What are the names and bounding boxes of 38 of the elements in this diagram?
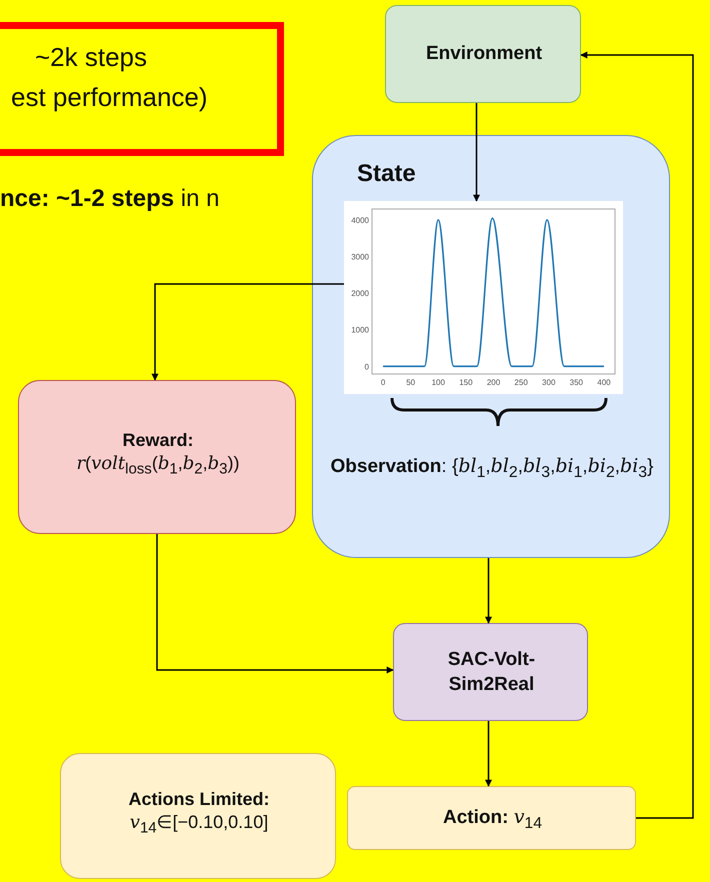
arrow (485, 721, 492, 787)
state-container (312, 135, 670, 558)
highlight-box (0, 22, 284, 156)
tick-label: 250 (514, 378, 528, 387)
node-label: Reward: r(volt$_{loss}$(b$_{1}$,b$_{2}$,b$_{3}$)) (76, 429, 240, 480)
node-label: Observation: {bl$_{1}$,bl$_{2}$,bl$_{3}$,bi$_{1}$,bi$_{2}$,bi$_{3}$} (330, 454, 654, 483)
note-text: est performance) (11, 81, 209, 114)
node-label: SAC-Volt-Sim2Real (446, 648, 536, 697)
line-chart (344, 201, 623, 394)
process-box (393, 623, 588, 721)
note-text: ~2k steps (35, 41, 148, 74)
tick-label: 1000 (351, 326, 369, 335)
arrow (485, 558, 492, 624)
arrow (152, 283, 344, 381)
tick-label: 0 (364, 362, 369, 372)
tick-label: 4000 (351, 216, 369, 225)
process-box (385, 5, 581, 103)
container-title: State (357, 159, 417, 189)
arrow (156, 534, 394, 674)
node-label: Actions Limited: v$_{14}$∈[−0.10,0.10] (127, 788, 270, 838)
tick-label: 0 (380, 378, 386, 387)
tick-label: 100 (432, 378, 445, 387)
tick-label: 300 (542, 378, 556, 387)
tick-label: 150 (459, 378, 473, 387)
arrow (473, 103, 480, 202)
tick-label: 2000 (351, 289, 369, 298)
note-text: nce: ~1-2 steps in n (0, 184, 220, 214)
note-box (60, 753, 336, 879)
tick-label: 350 (570, 378, 584, 387)
node-label: Action: v$_{14}$ (442, 805, 544, 834)
tick-label: 200 (486, 378, 500, 387)
process-box (18, 380, 296, 534)
tick-label: 50 (406, 378, 416, 387)
arrow (580, 52, 694, 819)
node-label: Environment (424, 42, 544, 66)
tick-label: 3000 (351, 252, 369, 262)
process-box (347, 786, 636, 850)
tick-label: 400 (597, 378, 611, 387)
